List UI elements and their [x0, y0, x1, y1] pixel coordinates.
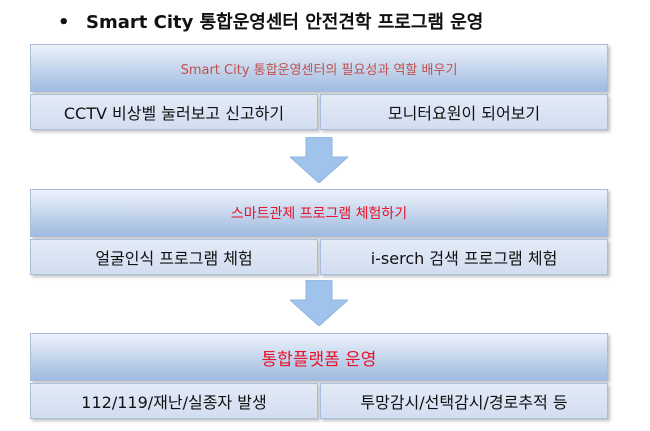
step-3-row: 112/119/재난/실종자 발생 투망감시/선택감시/경로추적 등 — [30, 383, 608, 419]
bullet-icon: • — [58, 12, 70, 33]
step-1-item-1: CCTV 비상벨 눌러보고 신고하기 — [30, 94, 318, 130]
down-arrow-icon — [290, 137, 348, 183]
step-1-block: Smart City 통합운영센터의 필요성과 역할 배우기 CCTV 비상벨 … — [30, 44, 608, 130]
step-2-item-1: 얼굴인식 프로그램 체험 — [30, 239, 318, 275]
step-1-item-2: 모니터요원이 되어보기 — [320, 94, 608, 130]
step-2-item-2: i-serch 검색 프로그램 체험 — [320, 239, 608, 275]
step-1-header: Smart City 통합운영센터의 필요성과 역할 배우기 — [30, 44, 608, 92]
step-3-item-2: 투망감시/선택감시/경로추적 등 — [320, 383, 608, 419]
step-3-header: 통합플랫폼 운영 — [30, 333, 608, 381]
step-1-row: CCTV 비상벨 눌러보고 신고하기 모니터요원이 되어보기 — [30, 94, 608, 130]
down-arrow-icon — [290, 280, 348, 326]
step-2-row: 얼굴인식 프로그램 체험 i-serch 검색 프로그램 체험 — [30, 239, 608, 275]
step-2-header: 스마트관제 프로그램 체험하기 — [30, 189, 608, 237]
step-3-block: 통합플랫폼 운영 112/119/재난/실종자 발생 투망감시/선택감시/경로추… — [30, 333, 608, 419]
title-text: Smart City 통합운영센터 안전견학 프로그램 운영 — [86, 12, 484, 33]
step-2-block: 스마트관제 프로그램 체험하기 얼굴인식 프로그램 체험 i-serch 검색 … — [30, 189, 608, 275]
page-title: • Smart City 통합운영센터 안전견학 프로그램 운영 — [58, 8, 483, 34]
step-3-item-1: 112/119/재난/실종자 발생 — [30, 383, 318, 419]
